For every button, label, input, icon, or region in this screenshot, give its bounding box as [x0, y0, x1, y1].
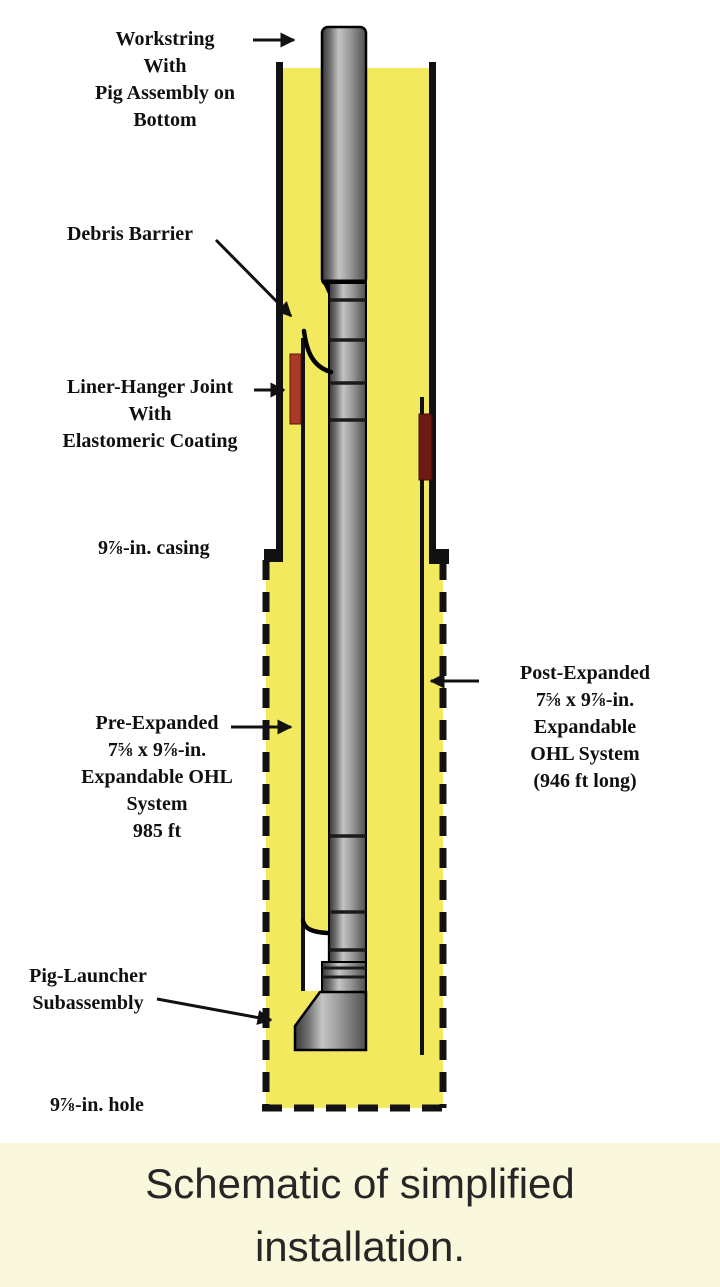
caption-band: Schematic of simplified installation. [0, 1143, 720, 1287]
figure-caption: Schematic of simplified installation. [145, 1160, 575, 1270]
label-pre-expanded: Pre-Expanded 7⅝ x 9⅞-in. Expandable OHL … [81, 712, 233, 842]
elastomeric-coating-left [289, 353, 302, 425]
annotation-arrows [156, 32, 479, 1025]
casing-right-wall [429, 62, 436, 549]
pre-expanded-liner-wall [301, 338, 305, 991]
label-pig-launcher: Pig-Launcher Subassembly [29, 965, 147, 1014]
casing-shoe-right [429, 535, 449, 564]
workstring-pipe [293, 25, 368, 1052]
liner-bottom-seal [300, 918, 330, 936]
debris-barrier-arrow [214, 238, 293, 318]
neck-rings [322, 966, 366, 979]
pig-launcher-arrow [156, 997, 273, 1025]
label-hole: 9⅞-in. hole [50, 1094, 144, 1116]
post-expanded-liner-wall [420, 397, 424, 1055]
debris-barrier-seal [301, 328, 334, 375]
workstring-lower-string [328, 282, 367, 965]
label-liner-hanger: Liner-Hanger Joint With Elastomeric Coat… [62, 376, 238, 452]
pig-launcher-body [293, 990, 368, 1052]
label-workstring: Workstring With Pig Assembly on Bottom [94, 28, 236, 131]
casing-shoe-left [264, 535, 283, 562]
elastomeric-coating-right [418, 413, 433, 481]
schematic-drawing [156, 25, 479, 1112]
tool-joints [329, 298, 366, 952]
pipe-step [322, 281, 329, 296]
label-post-expanded: Post-Expanded 7⅝ x 9⅞-in. Expandable OHL… [519, 662, 651, 792]
workstring-upper-joint [320, 25, 368, 287]
label-debris-barrier: Debris Barrier [66, 223, 194, 245]
label-casing: 9⅞-in. casing [98, 537, 210, 559]
